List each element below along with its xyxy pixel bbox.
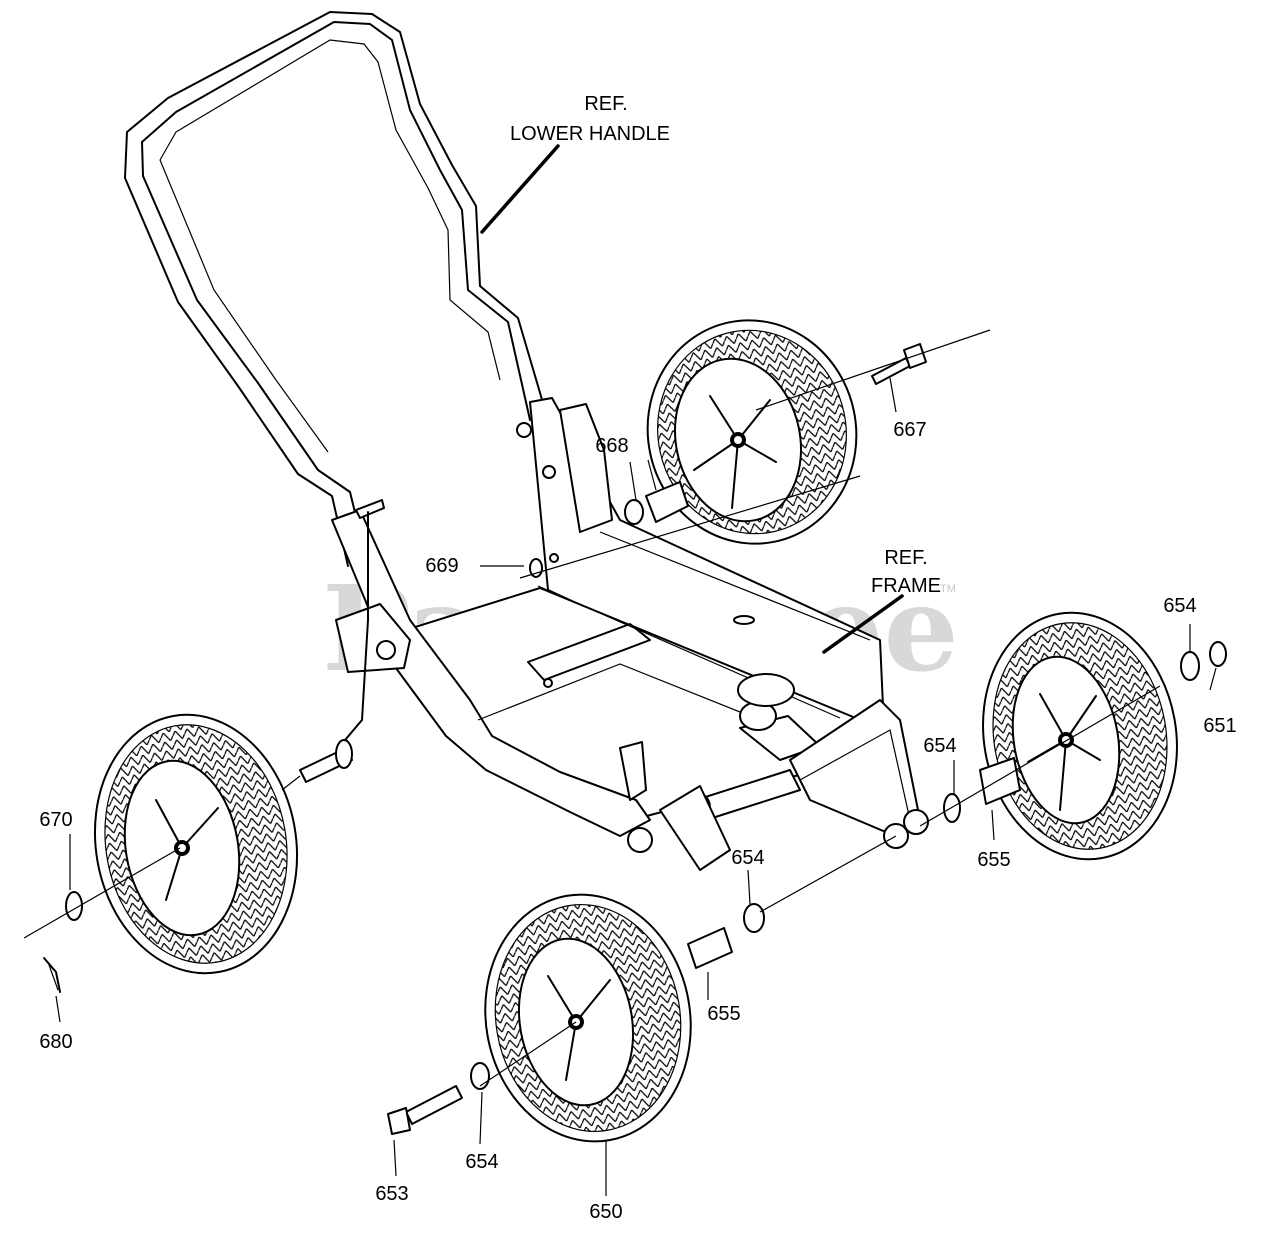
part-callouts: 667 668 669 654 651 654 655 654 655 670 …: [39, 419, 1236, 1223]
wheel-right: [982, 611, 1178, 861]
frame: [299, 397, 885, 837]
wheel-left: [93, 713, 299, 975]
callout-669[interactable]: 669: [425, 555, 458, 577]
callout-670[interactable]: 670: [39, 809, 72, 831]
wheel-top: [646, 319, 858, 545]
callout-653[interactable]: 653: [375, 1183, 408, 1205]
leader-lines: [23, 329, 1217, 1196]
callout-654-center[interactable]: 654: [731, 847, 764, 869]
callout-655-right[interactable]: 655: [977, 849, 1010, 871]
callout-654-bottom[interactable]: 654: [465, 1151, 498, 1173]
callout-668[interactable]: 668: [595, 435, 628, 457]
front-axle-assembly: [619, 673, 929, 871]
callout-654-top-right[interactable]: 654: [1163, 595, 1196, 617]
frame-pointer: [822, 594, 904, 654]
callout-654-right[interactable]: 654: [923, 735, 956, 757]
ref-frame-line1: REF.: [884, 547, 927, 569]
ref-frame-line2: FRAME: [871, 575, 941, 597]
lower-handle: [124, 11, 549, 567]
callout-680[interactable]: 680: [39, 1031, 72, 1053]
callout-651[interactable]: 651: [1203, 715, 1236, 737]
callout-667[interactable]: 667: [893, 419, 926, 441]
hardware: [43, 343, 1227, 1135]
reference-labels: REF. LOWER HANDLE REF. FRAME: [510, 93, 941, 597]
callout-655-center[interactable]: 655: [707, 1003, 740, 1025]
ref-lower-handle-line1: REF.: [584, 93, 627, 115]
watermark-tm: TM: [940, 583, 956, 595]
callout-650[interactable]: 650: [589, 1201, 622, 1223]
ref-lower-handle-line2: LOWER HANDLE: [510, 123, 670, 145]
lower-handle-pointer: [480, 144, 560, 234]
wheel-bottom: [484, 893, 692, 1143]
